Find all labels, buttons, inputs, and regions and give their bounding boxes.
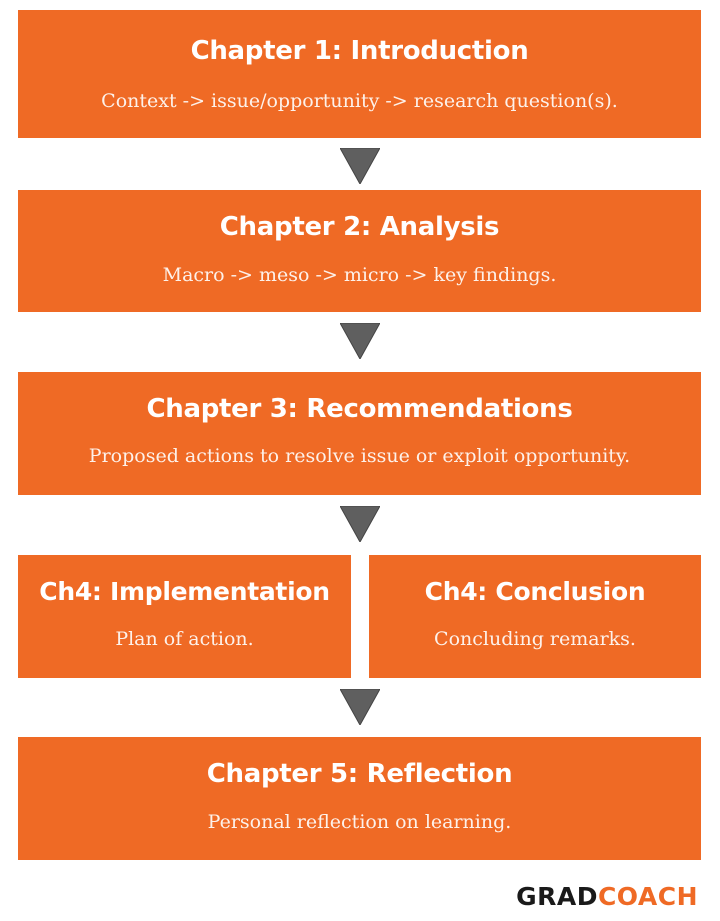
gradcoach-logo: GRADCOACH [516,882,698,911]
chapter-5-description: Personal reflection on learning. [207,811,512,833]
down-arrow-icon [340,148,380,184]
chapter-5-box: Chapter 5: Reflection Personal reflectio… [18,737,701,860]
chapter-1-box: Chapter 1: Introduction Context -> issue… [18,10,701,138]
chapter-5-title: Chapter 5: Reflection [206,759,513,789]
chapter-4-implementation-title: Ch4: Implementation [39,577,330,606]
chapter-1-description: Context -> issue/opportunity -> research… [101,90,618,112]
chapter-4-implementation-box: Ch4: Implementation Plan of action. [18,555,351,678]
chapter-3-box: Chapter 3: Recommendations Proposed acti… [18,372,701,495]
down-arrow-icon [340,689,380,725]
logo-grad-text: GRAD [516,882,598,911]
chapter-4-conclusion-box: Ch4: Conclusion Concluding remarks. [369,555,701,678]
chapter-2-description: Macro -> meso -> micro -> key findings. [162,264,557,286]
down-arrow-icon [340,323,380,359]
logo-coach-text: COACH [597,882,698,911]
chapter-2-title: Chapter 2: Analysis [219,212,500,242]
down-arrow-icon [340,506,380,542]
chapter-3-description: Proposed actions to resolve issue or exp… [88,445,631,467]
chapter-4-conclusion-description: Concluding remarks. [434,628,636,650]
chapter-1-title: Chapter 1: Introduction [190,36,529,66]
chapter-4-implementation-description: Plan of action. [115,628,254,650]
chapter-3-title: Chapter 3: Recommendations [146,394,573,424]
chapter-2-box: Chapter 2: Analysis Macro -> meso -> mic… [18,190,701,312]
chapter-4-conclusion-title: Ch4: Conclusion [424,577,646,606]
